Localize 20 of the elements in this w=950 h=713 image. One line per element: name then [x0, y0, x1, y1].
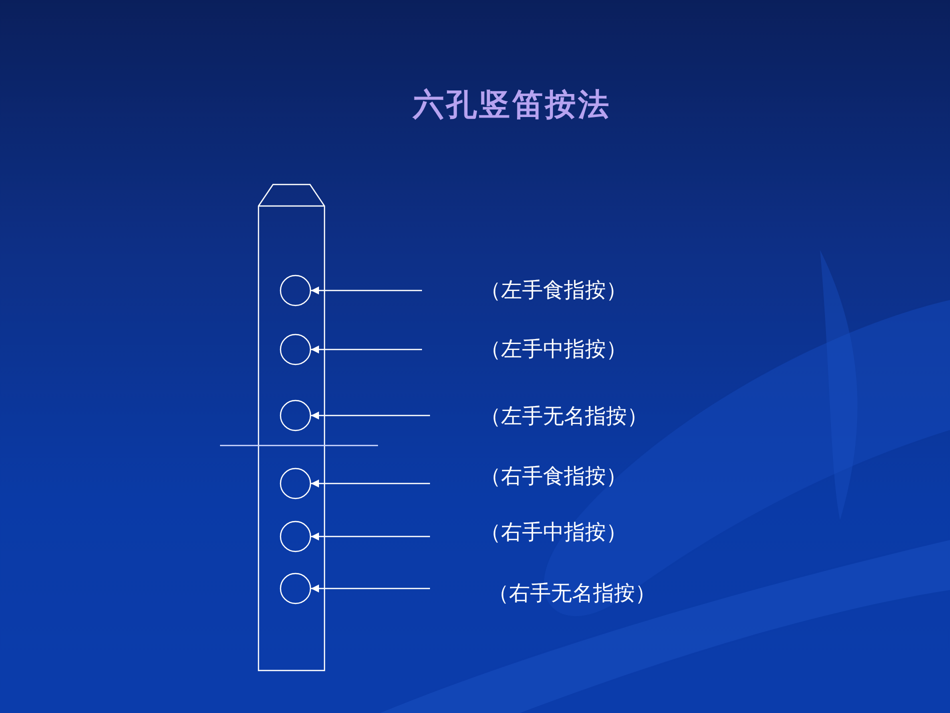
arrow — [311, 412, 430, 420]
arrow — [311, 346, 422, 354]
arrow — [311, 480, 430, 488]
finger-label: （左手食指按） — [480, 277, 627, 304]
finger-hole — [280, 334, 311, 365]
title: 六孔竖笛按法 — [413, 86, 611, 125]
finger-hole — [280, 275, 311, 306]
finger-label: （左手无名指按） — [480, 403, 648, 430]
finger-hole — [280, 573, 311, 604]
finger-label: （右手无名指按） — [488, 580, 656, 607]
finger-label: （右手食指按） — [480, 463, 627, 490]
flute-body — [258, 184, 325, 671]
arrow — [311, 532, 430, 540]
finger-hole — [280, 521, 311, 552]
finger-label: （右手中指按） — [480, 519, 627, 546]
arrow — [311, 584, 430, 592]
finger-hole — [280, 400, 311, 431]
finger-label: （左手中指按） — [480, 336, 627, 363]
finger-hole — [280, 468, 311, 499]
arrow — [311, 286, 422, 294]
